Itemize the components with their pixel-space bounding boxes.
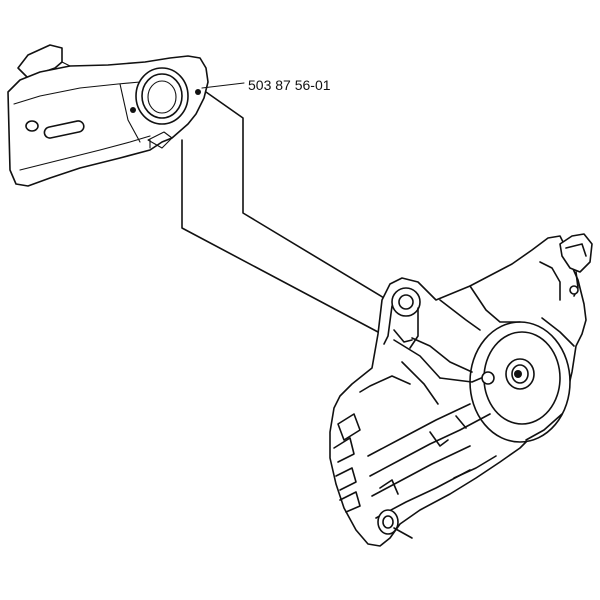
part-number-label: 503 87 56-01 (248, 77, 331, 93)
assembly-leader-lines (181, 91, 493, 364)
clutch-cover (7, 44, 209, 187)
leader-line-inner (205, 91, 493, 364)
leader-line-outer (181, 139, 379, 333)
crankcase (329, 233, 593, 547)
callout-leader-line (201, 82, 245, 89)
